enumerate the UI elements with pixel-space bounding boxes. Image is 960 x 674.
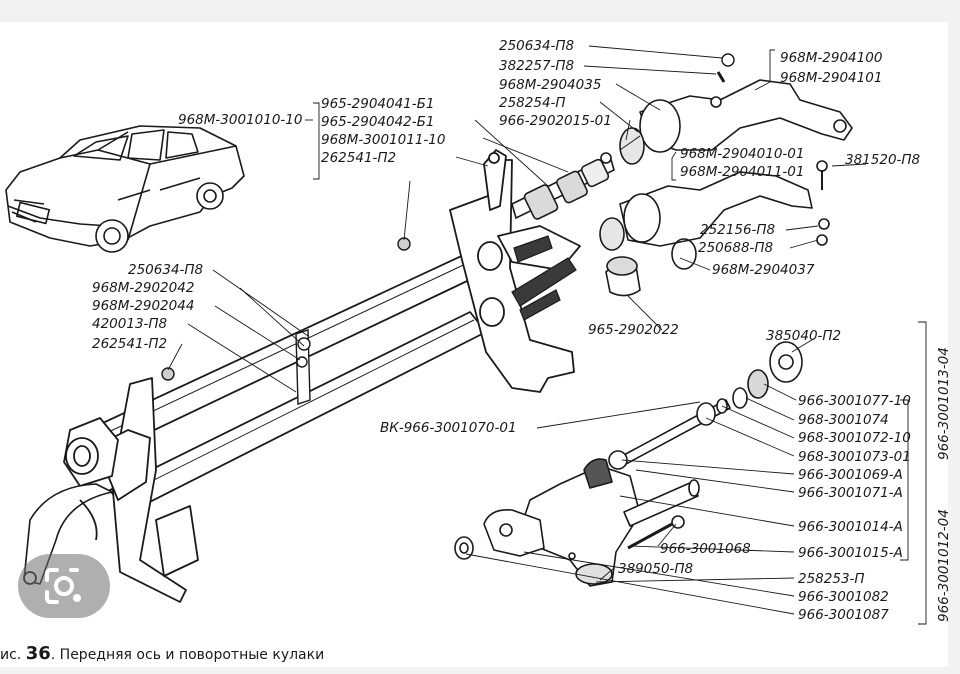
part-label: 966-3001082 (798, 589, 889, 605)
torsion-bar-splines (511, 235, 577, 321)
part-label: 420013-П8 (92, 316, 167, 332)
fasteners (161, 53, 735, 405)
part-label: 966-2902015-01 (499, 113, 612, 129)
part-label: 258253-П (798, 571, 865, 587)
part-label: 250634-П8 (499, 38, 574, 54)
part-label: 966-3001087 (798, 607, 889, 623)
part-label: 968М-2904010-01 (680, 146, 804, 162)
part-label: 968М-2902042 (92, 280, 194, 296)
part-label: 966-3001068 (660, 541, 751, 557)
part-label: 252156-П8 (700, 222, 775, 238)
part-label: 258254-П (499, 95, 566, 111)
part-label: ВК-966-3001070-01 (380, 420, 517, 436)
part-label: 250688-П8 (698, 240, 773, 256)
part-label: 966-3001071-А (798, 485, 903, 501)
front-axle-beams (23, 149, 581, 603)
part-label: 385040-П2 (766, 328, 841, 344)
part-label: 968М-2904035 (499, 77, 601, 93)
part-label: 968-3001072-10 (798, 430, 911, 446)
caption-prefix: ис. (0, 647, 22, 663)
part-label: 968-3001073-01 (798, 449, 911, 465)
part-label: 966-3001069-А (798, 467, 903, 483)
car-illustration (5, 125, 245, 253)
part-labels: 250634-П8 382257-П8 968М-2904035 258254-… (92, 38, 952, 623)
part-label: 966-3001015-А (798, 545, 903, 561)
part-label: 966-3001014-А (798, 519, 903, 535)
part-label: 965-2904042-Б1 (321, 114, 434, 130)
part-label: 968М-2904100 (780, 50, 882, 66)
part-label: 968М-2902044 (92, 298, 194, 314)
vertical-part-label: 966-3001012-04 (936, 509, 952, 622)
part-label: 968М-2904037 (712, 262, 815, 278)
rubber-bumper (605, 256, 641, 297)
part-label: 262541-П2 (321, 150, 396, 166)
part-label: 968М-3001010-10 (178, 112, 302, 128)
vertical-part-label: 966-3001013-04 (936, 347, 952, 460)
part-label: 968М-3001011-10 (321, 132, 445, 148)
leader-lines (167, 45, 927, 625)
caption-figure-number: 36 (25, 643, 51, 664)
part-label: 262541-П2 (92, 336, 167, 352)
lens-glyph (45, 568, 81, 604)
upper-trailing-arm (619, 79, 853, 165)
part-label: 389050-П8 (618, 561, 693, 577)
part-label: 965-2904041-Б1 (321, 96, 434, 112)
part-label: 965-2902022 (588, 322, 679, 338)
steering-knuckle-assembly (454, 341, 803, 587)
google-lens-icon[interactable] (18, 554, 110, 618)
part-label: 968М-2904101 (780, 70, 882, 86)
upper-shaft-assembly (511, 152, 615, 220)
figure-caption: ис. 36. Передняя ось и поворотные кулаки (0, 643, 324, 664)
part-label: 381520-П8 (845, 152, 920, 168)
lower-trailing-arm (599, 160, 830, 270)
part-label: 382257-П8 (499, 58, 574, 74)
part-label: 968М-2904011-01 (680, 164, 804, 180)
caption-text: . Передняя ось и поворотные кулаки (50, 647, 325, 663)
part-label: 966-3001077-10 (798, 393, 911, 409)
part-label: 250634-П8 (128, 262, 203, 278)
part-label: 968-3001074 (798, 412, 889, 428)
